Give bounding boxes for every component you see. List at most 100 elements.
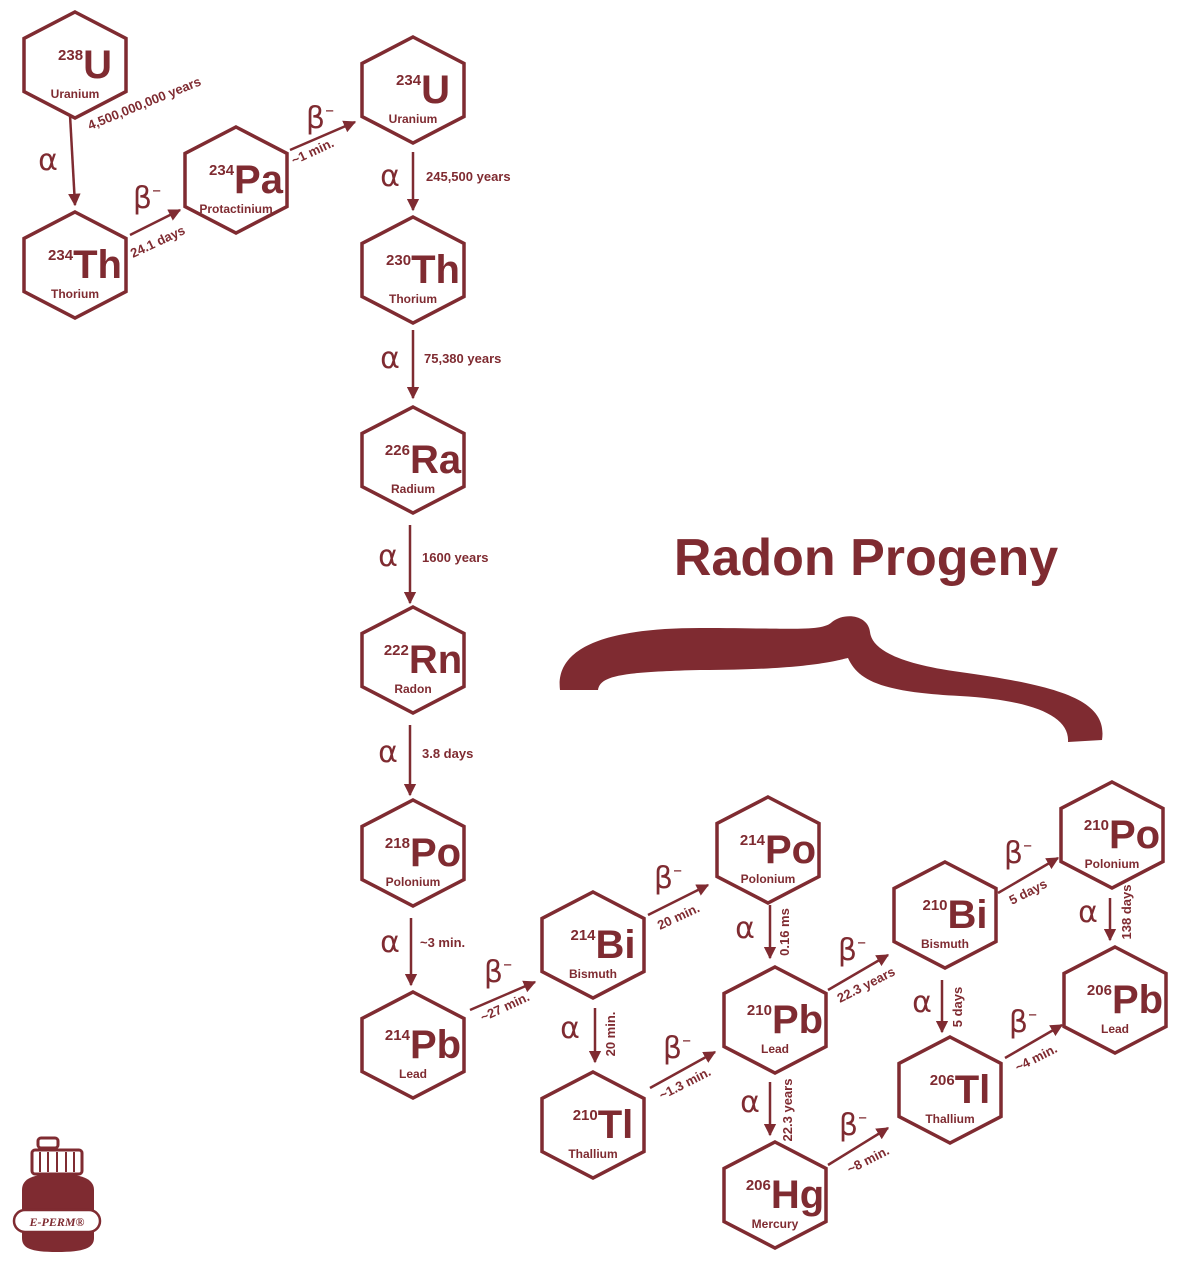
nuclide-label: 206Pb [1087, 978, 1163, 1022]
beta-symbol: β– [306, 100, 334, 136]
element-name: Polonium [386, 875, 441, 889]
mass-number: 210 [747, 1002, 772, 1019]
element-symbol: Po [1109, 813, 1160, 857]
decay-u234-to-th230: α 245,500 years [380, 152, 511, 212]
mass-number: 206 [1087, 982, 1112, 999]
element-symbol: Po [765, 828, 816, 872]
mass-number: 214 [385, 1027, 411, 1044]
beta-symbol: β– [133, 180, 161, 216]
nuclide-label: 210Bi [922, 893, 987, 937]
alpha-symbol: α [380, 159, 400, 194]
half-life-label: 20 min. [655, 900, 702, 933]
alpha-symbol: α [378, 735, 398, 770]
alpha-symbol: α [380, 925, 400, 960]
element-symbol: Pb [1112, 978, 1163, 1022]
half-life-label: 20 min. [603, 1012, 618, 1057]
alpha-symbol: α [740, 1085, 760, 1120]
element-symbol: Pa [234, 158, 284, 202]
nuclide-label: 210Tl [573, 1103, 634, 1147]
beta-symbol: β– [839, 1107, 867, 1143]
nuclide-label: 206Tl [930, 1068, 991, 1112]
decay-th234-to-pa234: β– 24.1 days [128, 180, 187, 261]
element-name: Lead [399, 1067, 427, 1081]
eperm-logo: E-PERM® [12, 1136, 102, 1252]
hexagon-frame [183, 125, 289, 235]
hexagon-frame [540, 890, 646, 1000]
mass-number: 210 [1084, 817, 1109, 834]
element-name: Lead [761, 1042, 789, 1056]
mass-number: 234 [48, 247, 74, 264]
half-life-label: 5 days [950, 987, 965, 1027]
decay-po218-to-pb214: α~3 min. [380, 918, 465, 987]
element-name: Radon [394, 682, 431, 696]
progeny-brace [559, 616, 1103, 742]
mass-number: 234 [396, 72, 422, 89]
hexagon-frame [715, 795, 821, 905]
logo-text: E-PERM® [29, 1215, 85, 1229]
hexagon-frame [722, 965, 828, 1075]
mass-number: 210 [922, 897, 947, 914]
hexagon-frame [360, 405, 466, 515]
element-symbol: Ra [410, 438, 462, 482]
nuclide-label: 210Pb [747, 998, 823, 1042]
decay-arrow [997, 856, 1060, 895]
alpha-symbol: α [38, 143, 58, 178]
nuclide-label: 214Pb [385, 1023, 461, 1067]
half-life-label: 24.1 days [128, 222, 187, 260]
element-symbol: Rn [409, 638, 462, 682]
element-name: Polonium [1085, 857, 1140, 871]
diagram-title: Radon Progeny [674, 529, 1058, 587]
nuclide-label: 226Ra [385, 438, 462, 482]
hexagon-frame [897, 1035, 1003, 1145]
decay-hg206-to-tl206: β–~8 min. [827, 1107, 892, 1177]
half-life-label: 22.3 years [835, 964, 898, 1006]
hexagon-frame [1059, 780, 1165, 890]
nuclide-label: 222Rn [384, 638, 462, 682]
element-symbol: Th [411, 248, 460, 292]
decay-pb210-to-bi210: β–22.3 years [827, 932, 898, 1006]
hexagon-frame [22, 210, 128, 320]
element-name: Thallium [925, 1112, 974, 1126]
decay-arrow [827, 953, 890, 992]
half-life-label: ~4 min. [1013, 1041, 1060, 1075]
half-life-label: 245,500 years [426, 169, 511, 184]
nuclide-label: 214Bi [570, 923, 635, 967]
nuclides: 238UUranium234ThThorium234PaProtactinium… [22, 10, 1168, 1250]
hexagon-frame [540, 1070, 646, 1180]
element-symbol: Bi [596, 923, 636, 967]
decay-arrow [1004, 1023, 1064, 1060]
mass-number: 222 [384, 642, 409, 659]
half-life-label: 75,380 years [424, 351, 501, 366]
decay-bi210-to-po210: β–5 days [997, 835, 1060, 908]
beta-symbol: β– [663, 1030, 691, 1066]
hexagon-frame [360, 990, 466, 1100]
element-symbol: U [421, 68, 450, 112]
nuclide-label: 214Po [740, 828, 816, 872]
nuclide-label: 234Pa [209, 158, 284, 202]
element-name: Thorium [389, 292, 437, 306]
half-life-label: 138 days [1119, 885, 1134, 940]
beta-symbol: β– [1004, 835, 1032, 871]
element-name: Thallium [568, 1147, 617, 1161]
element-name: Uranium [51, 87, 100, 101]
alpha-symbol: α [378, 539, 398, 574]
element-name: Bismuth [569, 967, 617, 981]
